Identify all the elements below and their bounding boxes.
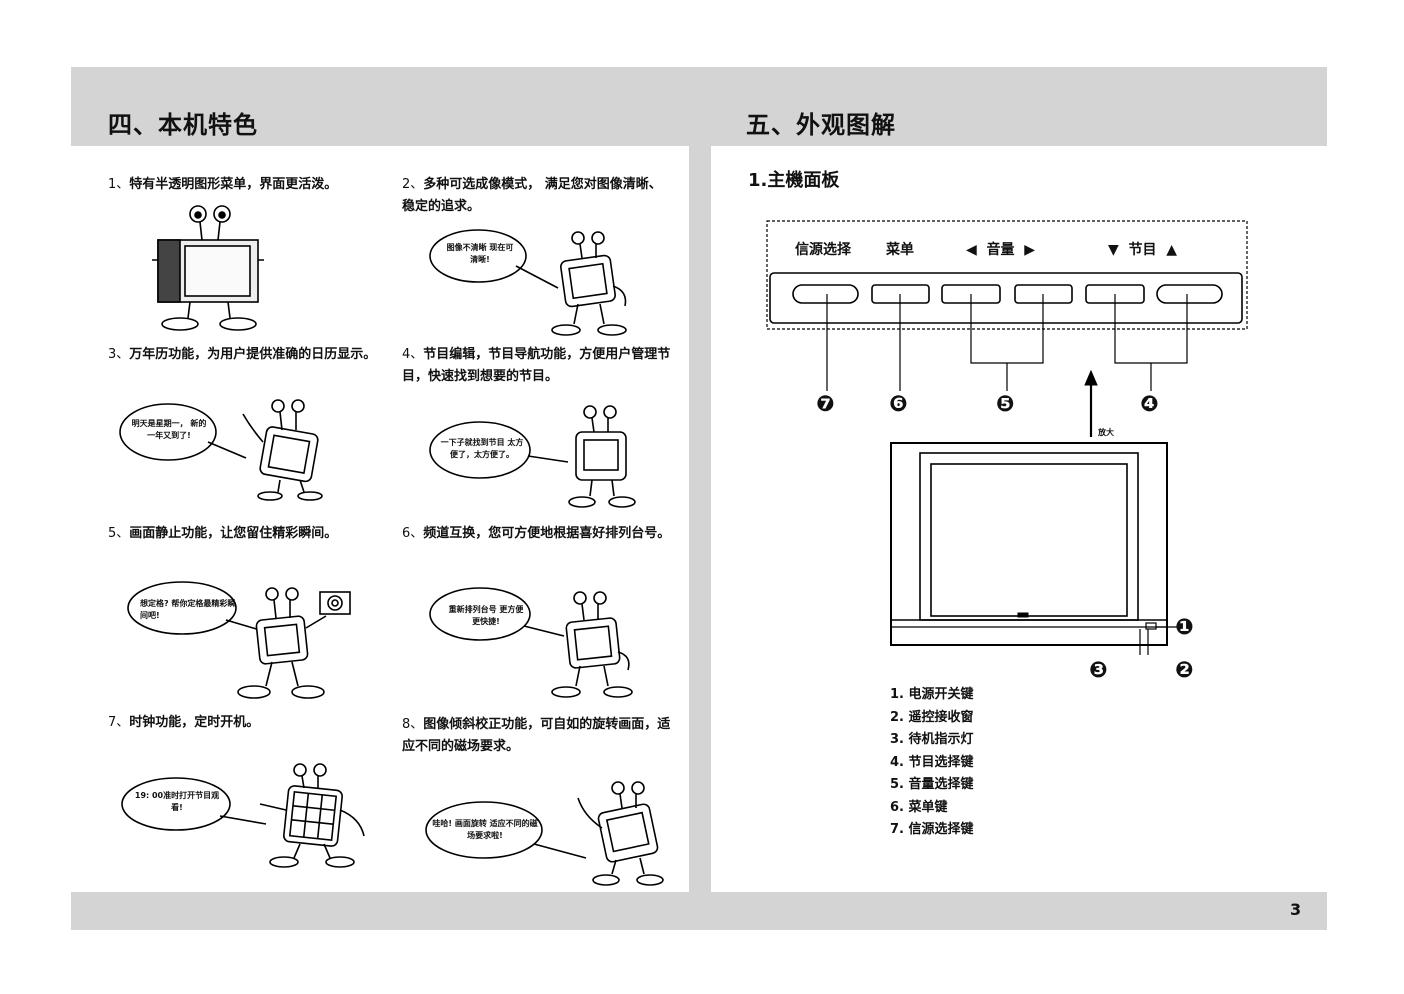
speech-bubble-3: 明天是星期一， 新的一年又到了! [131, 419, 207, 440]
enlarge-arrow-label: 放大 [1098, 428, 1114, 437]
triangle-up-icon: ▲ [1166, 242, 1178, 258]
feature-text: 多种可选成像模式， 满足您对图像清晰、稳定的追求。 [402, 177, 662, 214]
feature-1: 1、特有半透明图形菜单，界面更活泼。 [108, 174, 378, 196]
callout-6: ❻ [889, 392, 908, 417]
legend-item: 5. 音量选择键 [890, 777, 974, 792]
page-number: 3 [1290, 900, 1302, 919]
feature-number: 3、 [108, 347, 130, 362]
speech-bubble-5: 想定格? 帮你定格最精彩瞬间吧! [140, 599, 236, 620]
speech-bubble-4: 一下子就找到节目 太方便了，太方便了。 [440, 438, 524, 459]
speech-bubble-7: 19: 00准时打开节目观看! [134, 791, 220, 812]
triangle-left-icon: ◀ [966, 242, 977, 258]
label-program-text: 节目 [1128, 242, 1157, 258]
feature-2: 2、多种可选成像模式， 满足您对图像清晰、稳定的追求。 [402, 174, 672, 218]
callout-4: ❹ [1140, 392, 1159, 417]
cartoon-channel-swap [429, 587, 633, 698]
legend-item: 6. 菜单键 [890, 799, 948, 815]
header-band [71, 67, 1327, 146]
left-section-title: 四、本机特色 [108, 111, 258, 139]
triangle-down-icon: ▼ [1108, 242, 1119, 258]
label-program: ▼ 节目 ▲ [1108, 239, 1177, 259]
feature-text: 时钟功能，定时开机。 [129, 715, 260, 730]
footer-band [71, 892, 1327, 930]
callout-5: ❺ [996, 392, 1015, 417]
feature-number: 2、 [402, 177, 424, 192]
speech-bubble-8: 哇哈! 画面旋转 适应不同的磁场要求啦! [432, 819, 538, 840]
feature-6: 6、频道互换，您可方便地根据喜好排列台号。 [402, 523, 672, 545]
feature-text: 万年历功能，为用户提供准确的日历显示。 [129, 347, 377, 362]
feature-8: 8、图像倾斜校正功能，可自如的旋转画面，适应不同的磁场要求。 [402, 714, 672, 758]
feature-3: 3、万年历功能，为用户提供准确的日历显示。 [108, 344, 378, 366]
feature-number: 6、 [402, 526, 424, 541]
legend-item: 3. 待机指示灯 [890, 732, 974, 747]
feature-number: 4、 [402, 347, 424, 362]
feature-7: 7、时钟功能，定时开机。 [108, 712, 378, 734]
feature-text: 特有半透明图形菜单，界面更活泼。 [129, 177, 338, 192]
cartoon-clock-timer [121, 763, 365, 868]
label-volume-text: 音量 [986, 242, 1015, 258]
feature-number: 5、 [108, 526, 130, 541]
front-panel-diagram [766, 220, 1248, 655]
legend-item: 4. 节目选择键 [890, 754, 974, 770]
feature-text: 画面静止功能，让您留住精彩瞬间。 [129, 526, 338, 541]
feature-text: 图像倾斜校正功能，可自如的旋转画面，适应不同的磁场要求。 [402, 717, 671, 754]
feature-number: 1、 [108, 177, 130, 192]
right-section-title: 五、外观图解 [746, 111, 896, 139]
speech-bubble-2: 图像不清晰 现在可清晰! [446, 243, 514, 264]
legend-item: 1. 电源开关键 [890, 687, 974, 702]
cartoon-tv-menu [152, 205, 264, 331]
feature-number: 8、 [402, 717, 424, 732]
speech-bubble-6: 重新排列台号 更方便更快捷! [448, 605, 524, 626]
callout-1: ❶ [1175, 615, 1194, 640]
legend-item: 2. 遥控接收窗 [890, 709, 974, 725]
feature-text: 频道互换，您可方便地根据喜好排列台号。 [423, 526, 671, 541]
cartoon-calendar [119, 399, 323, 501]
label-volume: ◀ 音量 ▶ [966, 239, 1035, 259]
cartoon-image-mode [429, 229, 627, 336]
feature-number: 7、 [108, 715, 130, 730]
cartoon-freeze-frame [127, 581, 351, 699]
label-menu: 菜单 [886, 242, 914, 258]
label-source-select: 信源选择 [795, 242, 851, 258]
feature-5: 5、画面静止功能，让您留住精彩瞬间。 [108, 523, 378, 545]
cartoon-tilt-correction [425, 781, 664, 886]
column-divider [689, 146, 711, 892]
legend-item: 7. 信源选择键 [890, 822, 974, 837]
legend-list: 1. 电源开关键 2. 遥控接收窗 3. 待机指示灯 4. 节目选择键 5. 音… [890, 684, 974, 842]
feature-text: 节目编辑，节目导航功能，方便用户管理节目，快速找到想要的节目。 [402, 347, 671, 384]
callout-3: ❸ [1089, 658, 1108, 683]
triangle-right-icon: ▶ [1024, 242, 1036, 258]
feature-4: 4、节目编辑，节目导航功能，方便用户管理节目，快速找到想要的节目。 [402, 344, 672, 388]
cartoon-program-guide [429, 405, 636, 508]
callout-2: ❷ [1175, 658, 1194, 683]
subsection-title: 1.主機面板 [748, 170, 840, 191]
callout-7: ❼ [816, 392, 835, 417]
